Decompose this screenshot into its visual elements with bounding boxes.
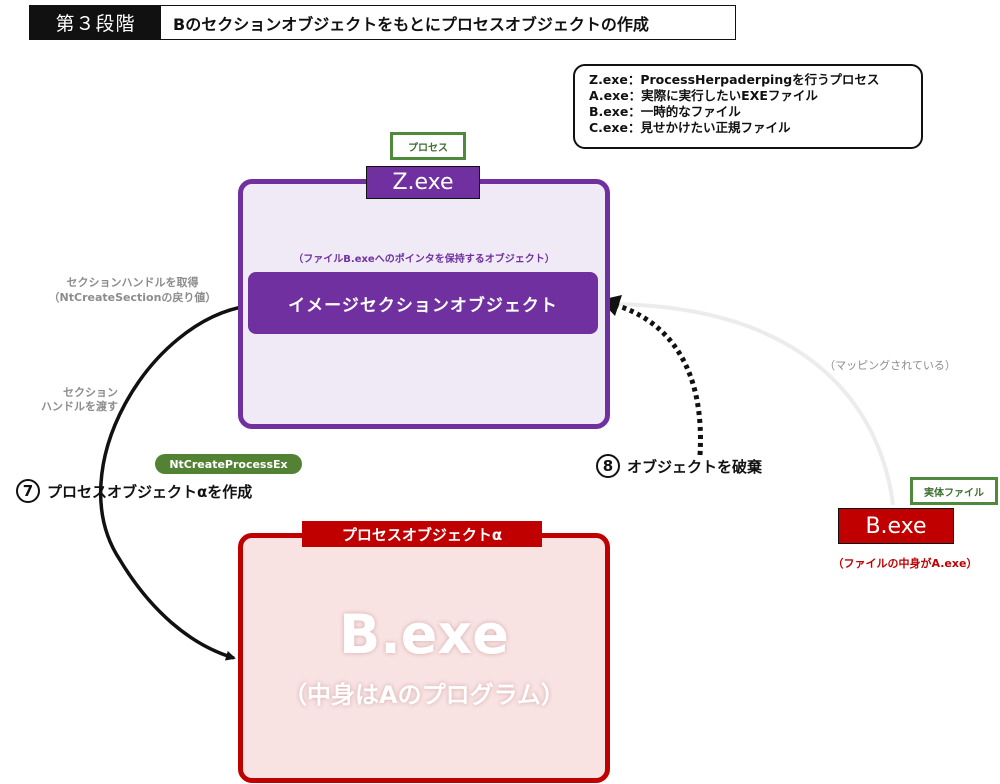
process-object-title: プロセスオブジェクトα	[302, 521, 542, 547]
handle-pass-note: セクション ハンドルを渡す	[18, 386, 118, 414]
api-name-pill: NtCreateProcessEx	[155, 454, 302, 474]
step-7-label: プロセスオブジェクトαを作成	[47, 482, 253, 501]
step-7-number: 7	[16, 479, 40, 503]
mapping-curve	[609, 302, 895, 506]
process-object-box	[238, 533, 610, 783]
process-tag: プロセス	[390, 132, 466, 160]
process-object-main-text: B.exe	[339, 603, 509, 666]
create-process-arrow	[99, 304, 249, 661]
stage-label: 第３段階	[30, 6, 161, 39]
step-8-number: 8	[596, 454, 620, 478]
legend-line: Z.exe：ProcessHerpaderpingを行うプロセス	[589, 72, 880, 87]
file-content-note: （ファイルの中身がA.exe）	[832, 557, 978, 570]
handle-pass-line: ハンドルを渡す	[41, 400, 118, 413]
step-7: 7 プロセスオブジェクトαを作成	[16, 479, 252, 503]
pointer-note: （ファイルB.exeへのポインタを保持するオブジェクト）	[293, 254, 555, 265]
legend-line: A.exe：実際に実行したいEXEファイル	[589, 88, 818, 103]
file-name: B.exe	[838, 508, 954, 544]
image-section-object: イメージセクションオブジェクト	[248, 272, 598, 334]
handle-get-note: セクションハンドルを取得 （NtCreateSectionの戻り値）	[30, 275, 235, 305]
handle-pass-line: セクション	[63, 386, 118, 399]
stage-header: 第３段階 Bのセクションオブジェクトをもとにプロセスオブジェクトの作成	[29, 5, 736, 40]
mapping-note: （マッピングされている）	[824, 359, 956, 372]
legend-line: B.exe：一時的なファイル	[589, 104, 741, 119]
handle-get-line: （NtCreateSectionの戻り値）	[48, 291, 217, 304]
legend-box: Z.exe：ProcessHerpaderpingを行うプロセス A.exe：実…	[573, 64, 923, 149]
process-object-sub-text: （中身はAのプログラム）	[283, 681, 565, 709]
handle-get-line: セクションハンドルを取得	[66, 276, 199, 289]
step-8-label: オブジェクトを破棄	[627, 457, 763, 476]
step-8: 8 オブジェクトを破棄	[596, 454, 762, 478]
destroy-object-arrow	[611, 301, 703, 456]
stage-title: Bのセクションオブジェクトをもとにプロセスオブジェクトの作成	[173, 14, 649, 34]
legend-line: C.exe：見せかけたい正規ファイル	[589, 120, 791, 135]
process-title: Z.exe	[366, 166, 480, 199]
file-tag: 実体ファイル	[910, 477, 998, 505]
